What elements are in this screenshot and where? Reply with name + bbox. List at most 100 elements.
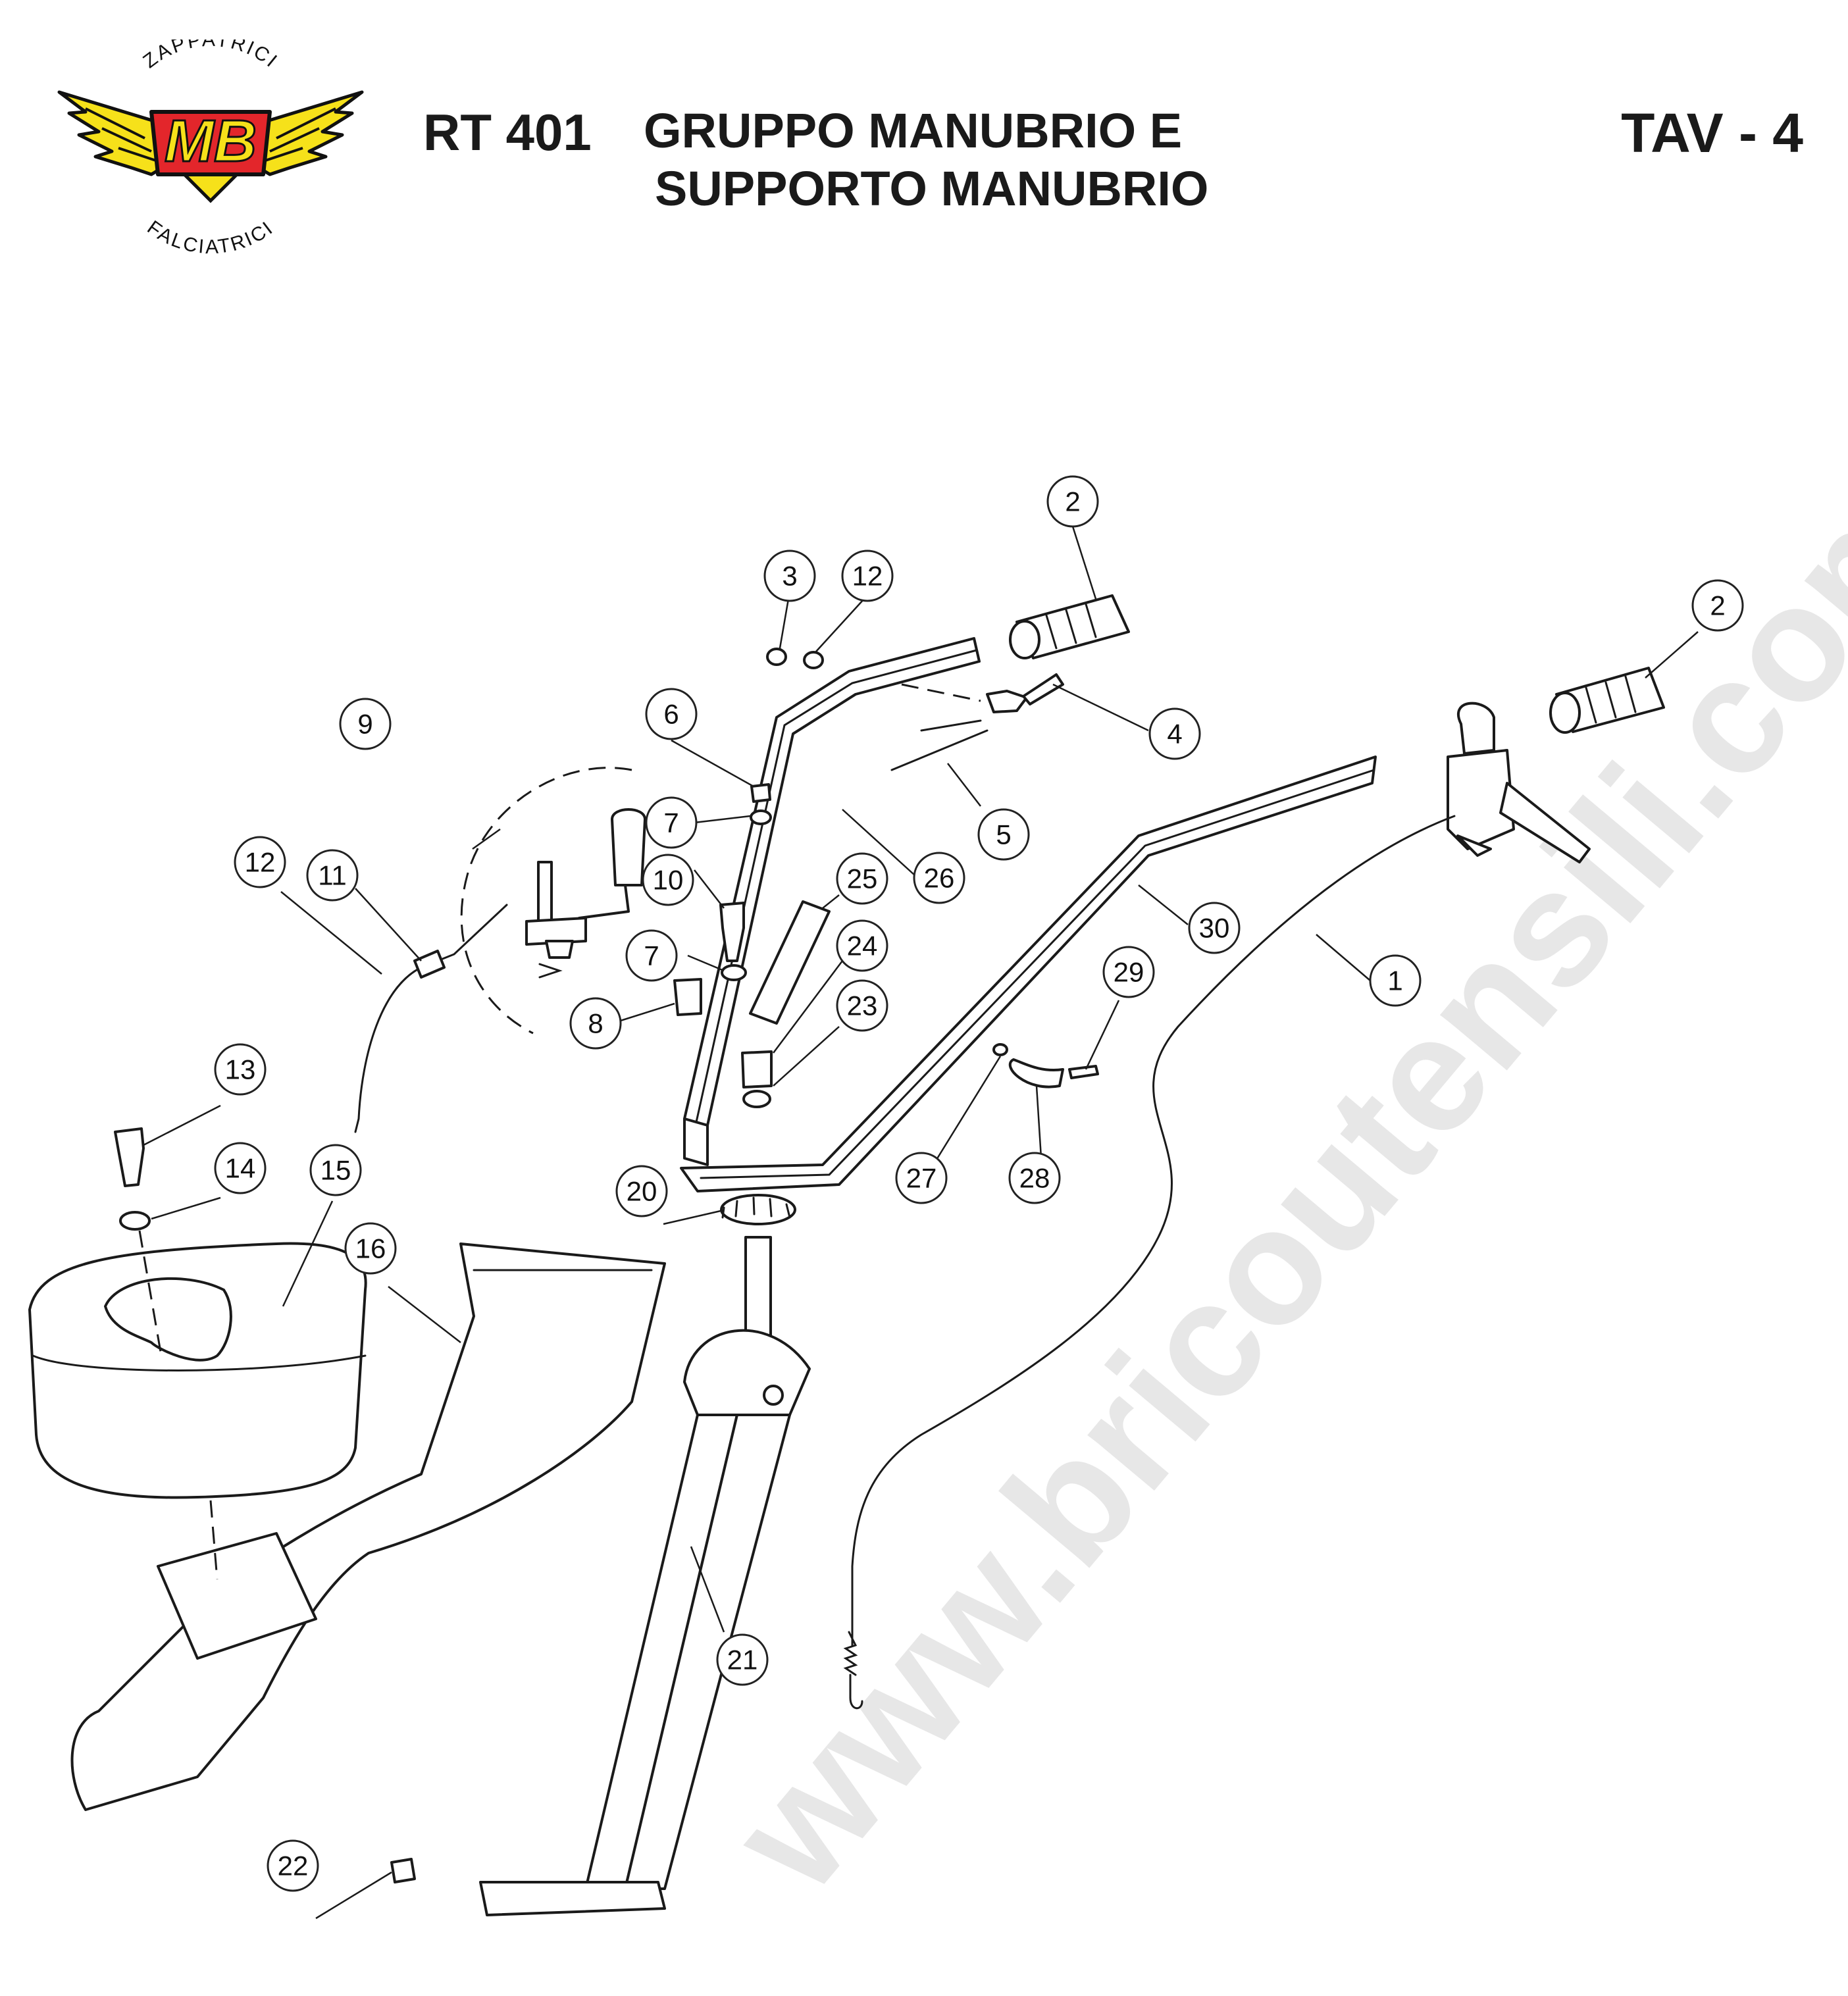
- page-title-line2: SUPPORTO MANUBRIO: [655, 161, 1209, 216]
- handlebar-tube: [680, 755, 1377, 1192]
- washer-23: [742, 1090, 771, 1108]
- callout-circle: [306, 849, 359, 902]
- callout-label: 21: [727, 1645, 758, 1676]
- callout-circle: [1691, 579, 1744, 632]
- callout-circle: [214, 1142, 267, 1194]
- callout-circle: [836, 979, 888, 1032]
- callout-c24: 24: [836, 919, 888, 972]
- callout-circle: [645, 796, 698, 849]
- nut-6: [750, 783, 771, 803]
- spacer-24: [741, 1050, 773, 1088]
- callout-circle: [1046, 475, 1099, 528]
- logo-brand: MB: [165, 109, 257, 174]
- callout-label: 10: [653, 865, 684, 896]
- callout-label: 7: [663, 807, 679, 838]
- callout-c26: 26: [913, 852, 965, 904]
- callout-circle: [309, 1144, 362, 1196]
- callout-c12b: 12: [234, 836, 286, 888]
- callout-label: 5: [996, 819, 1011, 850]
- callout-c28: 28: [1008, 1152, 1061, 1204]
- callout-circle: [716, 1633, 769, 1686]
- callout-label: 29: [1114, 957, 1144, 988]
- callout-label: 24: [847, 931, 878, 961]
- callout-c27: 27: [895, 1152, 948, 1204]
- callout-label: 22: [278, 1851, 309, 1881]
- callout-circle: [977, 808, 1030, 861]
- callout-circle: [339, 698, 392, 750]
- handlebar-support-21: [479, 1236, 811, 1916]
- callout-circle: [763, 550, 816, 602]
- gear-selector: [525, 808, 646, 979]
- callout-label: 12: [245, 847, 276, 878]
- callout-circle: [1102, 946, 1155, 998]
- callout-circle: [615, 1165, 668, 1217]
- throttle-cable: [890, 719, 988, 771]
- callout-circle: [1369, 954, 1422, 1007]
- callout-c20: 20: [615, 1165, 668, 1217]
- callout-c2b: 2: [1691, 579, 1744, 632]
- callout-label: 1: [1387, 965, 1402, 996]
- callout-circle: [642, 854, 694, 906]
- callout-circle: [841, 550, 894, 602]
- callout-c13: 13: [214, 1043, 267, 1096]
- gear-20: [720, 1194, 796, 1225]
- cable-adjuster: [413, 950, 446, 979]
- grip-right: [1549, 667, 1665, 734]
- grip-left: [1009, 594, 1130, 659]
- nut-3: [766, 648, 787, 666]
- callout-label: 15: [321, 1155, 351, 1186]
- callout-label: 20: [627, 1176, 657, 1207]
- callout-label: 25: [847, 863, 878, 894]
- callout-label: 23: [847, 990, 878, 1021]
- callout-label: 7: [644, 940, 659, 971]
- handle-cover-25: [749, 900, 831, 1025]
- callout-circle: [1008, 1152, 1061, 1204]
- callout-c7b: 7: [625, 929, 678, 982]
- page-title-line1: GRUPPO MANUBRIO E: [644, 103, 1183, 158]
- callout-circle: [569, 997, 622, 1050]
- callout-label: 2: [1710, 590, 1725, 621]
- callout-c4: 4: [1148, 707, 1201, 760]
- logo-badge: [149, 110, 272, 176]
- bolt-10: [719, 902, 745, 962]
- washer-7-bottom: [721, 964, 747, 981]
- callout-circle: [1188, 902, 1241, 954]
- callout-circle: [214, 1043, 267, 1096]
- callout-label: 3: [782, 561, 797, 592]
- callout-c6: 6: [645, 688, 698, 740]
- callout-label: 26: [924, 863, 955, 894]
- toolbox-15: [28, 1242, 367, 1499]
- callout-label: 28: [1019, 1163, 1050, 1194]
- table-code: TAV - 4: [1621, 102, 1803, 164]
- bushing-8: [673, 978, 702, 1016]
- callout-c21: 21: [716, 1633, 769, 1686]
- callout-label: 27: [906, 1163, 937, 1194]
- brake-lever: [1447, 702, 1591, 863]
- callout-c8: 8: [569, 997, 622, 1050]
- cable-spring: [843, 1631, 863, 1710]
- callout-c9: 9: [339, 698, 392, 750]
- callout-label: 13: [225, 1054, 256, 1085]
- callout-c30: 30: [1188, 902, 1241, 954]
- washer-12: [803, 651, 824, 669]
- selector-dashed-circle: [460, 767, 632, 1035]
- callout-label: 2: [1065, 486, 1080, 517]
- callout-c11: 11: [306, 849, 359, 902]
- callout-circle: [836, 919, 888, 972]
- callout-c23: 23: [836, 979, 888, 1032]
- callout-circle: [836, 852, 888, 905]
- callout-c1: 1: [1369, 954, 1422, 1007]
- callout-label: 8: [588, 1008, 603, 1039]
- callout-label: 14: [225, 1153, 256, 1184]
- callout-c25: 25: [836, 852, 888, 905]
- callout-label: 9: [357, 709, 372, 740]
- mb-logo: MB ZAPPATRICI FALCIATRICI: [57, 39, 364, 257]
- callout-c22: 22: [267, 1839, 319, 1892]
- throttle-lever: [901, 673, 1064, 713]
- nut-22: [390, 1858, 416, 1883]
- callout-c3: 3: [763, 550, 816, 602]
- model-code: RT 401: [423, 103, 592, 161]
- callout-label: 16: [355, 1233, 386, 1264]
